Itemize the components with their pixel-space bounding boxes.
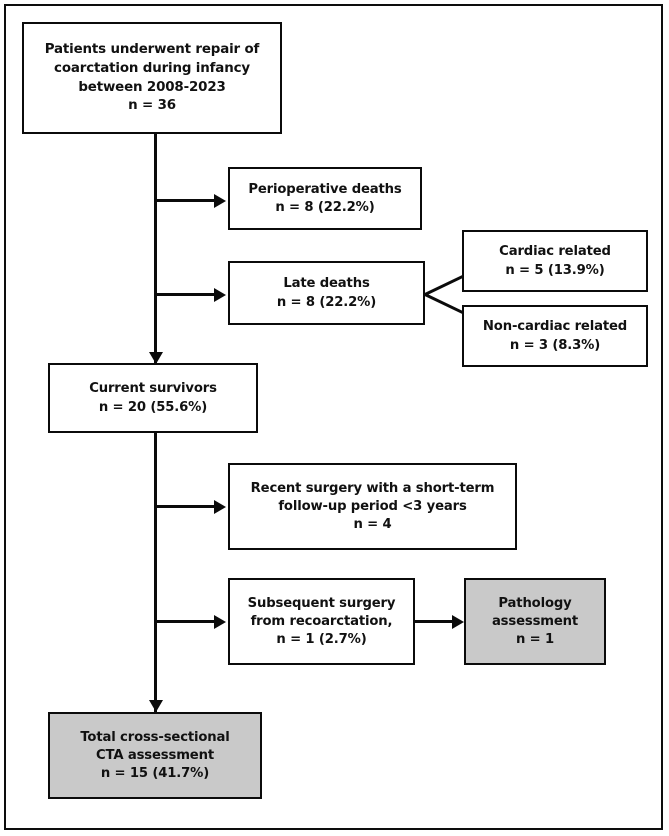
arrowhead-to-current-survivors (148, 352, 163, 364)
subsequent-surgery-line-3: n = 1 (2.7%) (276, 632, 367, 648)
non-cardiac-related-line-2: n = 3 (8.3%) (509, 337, 601, 353)
enrolled-cohort-line-1: Patients underwent repair of (44, 42, 260, 58)
enrolled-cohort-line-3: between 2008-2023 (78, 79, 226, 95)
connector-survivors-spine (154, 433, 157, 716)
late-deaths-box[interactable]: Late deaths n = 8 (22.2%) (228, 261, 425, 325)
arrowhead-to-subsequent-surgery (214, 614, 226, 629)
current-survivors-line-1: Current survivors (89, 381, 217, 397)
perioperative-deaths-box[interactable]: Perioperative deaths n = 8 (22.2%) (228, 167, 422, 230)
perioperative-deaths-line-2: n = 8 (22.2%) (275, 200, 375, 216)
cardiac-related-line-2: n = 5 (13.9%) (505, 262, 605, 278)
cardiac-related-line-1: Cardiac related (499, 244, 611, 260)
pathology-assessment-line-3: n = 1 (515, 632, 555, 648)
enrolled-cohort-box[interactable]: Patients underwent repair of coarctation… (22, 22, 282, 134)
current-survivors-box[interactable]: Current survivors n = 20 (55.6%) (48, 363, 258, 433)
arrowhead-to-pathology-assessment (452, 614, 464, 629)
connector-to-recent-surgery (154, 504, 216, 508)
connector-enrolled-spine (154, 134, 157, 365)
total-cta-line-2: CTA assessment (96, 747, 214, 763)
current-survivors-line-2: n = 20 (55.6%) (98, 399, 208, 415)
enrolled-cohort-line-4: n = 36 (128, 98, 176, 114)
arrowhead-to-recent-surgery (214, 499, 226, 514)
subsequent-surgery-line-1: Subsequent surgery (247, 595, 396, 611)
connector-to-subsequent-surgery (154, 619, 216, 623)
enrolled-cohort-line-2: coarctation during infancy (54, 61, 250, 76)
recent-surgery-line-1: Recent surgery with a short-term (250, 480, 495, 496)
connector-to-pathology-assessment (415, 619, 457, 623)
arrowhead-to-late-deaths (214, 287, 226, 302)
total-cta-line-1: Total cross-sectional (80, 729, 230, 745)
subsequent-surgery-line-2: from recoarctation, (250, 613, 393, 629)
arrowhead-to-total-cta (148, 700, 163, 712)
total-cta-line-3: n = 15 (41.7%) (100, 766, 210, 782)
pathology-assessment-line-2: assessment (491, 613, 579, 629)
late-deaths-line-1: Late deaths (283, 276, 370, 292)
connector-to-perioperative-deaths (154, 198, 216, 202)
subsequent-surgery-box[interactable]: Subsequent surgery from recoarctation, n… (228, 578, 415, 665)
pathology-assessment-line-1: Pathology (498, 595, 572, 611)
arrowhead-to-perioperative-deaths (214, 193, 226, 208)
connector-to-late-deaths (154, 292, 216, 296)
recent-surgery-line-2: follow-up period <3 years (278, 498, 467, 514)
pathology-assessment-box[interactable]: Pathology assessment n = 1 (464, 578, 606, 665)
recent-surgery-box[interactable]: Recent surgery with a short-term follow-… (228, 463, 517, 550)
cardiac-related-box[interactable]: Cardiac related n = 5 (13.9%) (462, 230, 648, 292)
non-cardiac-related-line-1: Non-cardiac related (482, 319, 628, 335)
recent-surgery-line-3: n = 4 (353, 517, 392, 533)
perioperative-deaths-line-1: Perioperative deaths (248, 181, 402, 197)
non-cardiac-related-box[interactable]: Non-cardiac related n = 3 (8.3%) (462, 305, 648, 367)
total-cta-assessment-box[interactable]: Total cross-sectional CTA assessment n =… (48, 712, 262, 799)
late-deaths-line-2: n = 8 (22.2%) (276, 294, 377, 310)
page-border (4, 4, 663, 830)
